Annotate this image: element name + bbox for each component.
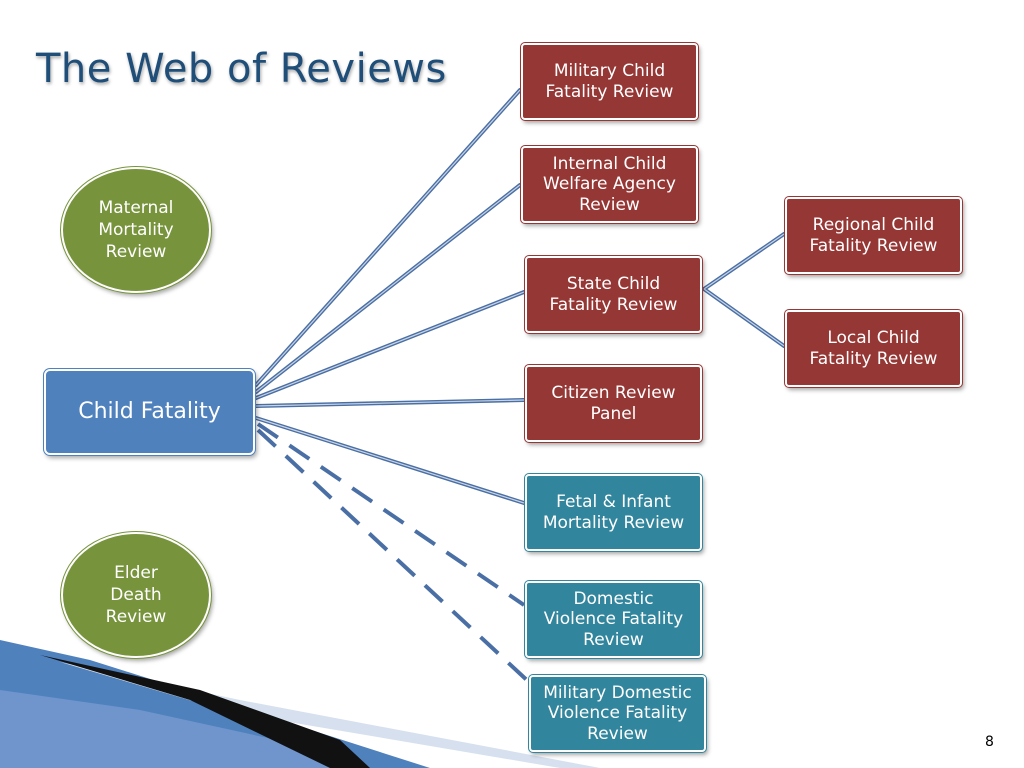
maternal-mortality-review-label: Maternal Mortality Review xyxy=(98,197,174,263)
fetal-infant-mortality-review-label: Fetal & Infant Mortality Review xyxy=(542,492,685,533)
corner-decoration xyxy=(0,640,600,768)
line-to-domestic-violence xyxy=(256,422,526,607)
local-child-fatality-review-node: Local Child Fatality Review xyxy=(785,310,962,387)
internal-child-welfare-review-node: Internal Child Welfare Agency Review xyxy=(521,146,698,223)
slide-title: The Web of Reviews xyxy=(36,46,447,92)
military-domestic-violence-review-node: Military Domestic Violence Fatality Revi… xyxy=(529,675,706,752)
state-child-fatality-review-label: State Child Fatality Review xyxy=(549,274,678,315)
page-number: 8 xyxy=(985,734,994,750)
elder-death-review-node: Elder Death Review xyxy=(61,532,211,658)
citizen-review-panel-node: Citizen Review Panel xyxy=(525,365,702,442)
internal-child-welfare-review-label: Internal Child Welfare Agency Review xyxy=(543,153,676,215)
military-child-fatality-review-label: Military Child Fatality Review xyxy=(545,61,674,102)
elder-death-review-label: Elder Death Review xyxy=(105,562,167,628)
fetal-infant-mortality-review-node: Fetal & Infant Mortality Review xyxy=(525,474,702,551)
regional-child-fatality-review-node: Regional Child Fatality Review xyxy=(785,197,962,274)
citizen-review-panel-label: Citizen Review Panel xyxy=(551,383,676,424)
state-child-fatality-review-node: State Child Fatality Review xyxy=(525,256,702,333)
military-child-fatality-review-node: Military Child Fatality Review xyxy=(521,43,698,120)
local-child-fatality-review-label: Local Child Fatality Review xyxy=(809,328,938,369)
military-domestic-violence-review-label: Military Domestic Violence Fatality Revi… xyxy=(543,682,692,744)
domestic-violence-fatality-review-node: Domestic Violence Fatality Review xyxy=(525,581,702,658)
maternal-mortality-review-node: Maternal Mortality Review xyxy=(61,167,211,293)
regional-child-fatality-review-label: Regional Child Fatality Review xyxy=(809,215,938,256)
line-to-military-domestic xyxy=(256,428,532,685)
child-fatality-node: Child Fatality xyxy=(44,369,255,455)
domestic-violence-fatality-review-label: Domestic Violence Fatality Review xyxy=(543,588,684,650)
child-fatality-label: Child Fatality xyxy=(78,398,221,424)
